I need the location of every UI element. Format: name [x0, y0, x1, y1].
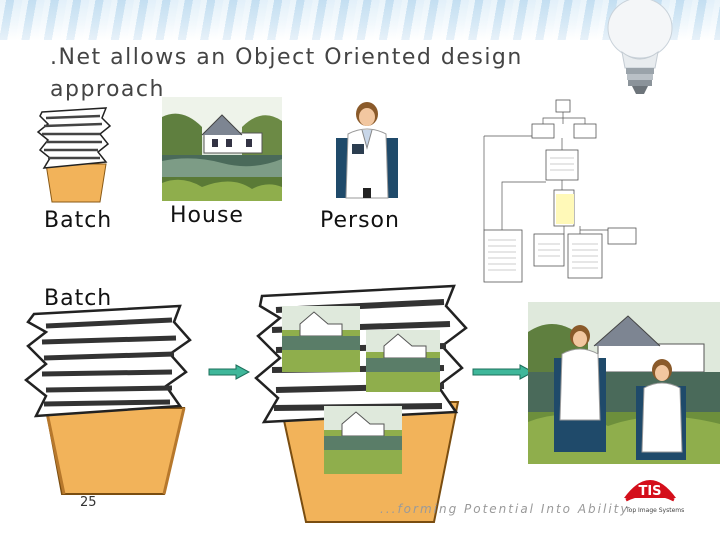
house-label: House — [170, 203, 244, 228]
house-image — [162, 97, 282, 201]
batch-label: Batch — [44, 208, 112, 233]
class-diagram-image — [480, 98, 640, 282]
slide-title: .Net allows an Object Oriented design ap… — [50, 42, 570, 106]
paper-stack-with-houses-image — [254, 266, 470, 526]
house-thumbnail — [366, 330, 440, 392]
house-thumbnail — [282, 306, 360, 372]
logo-text: TIS — [638, 484, 661, 499]
person-label: Person — [320, 208, 400, 233]
light-bulb-icon — [600, 0, 680, 105]
paper-stack-icon — [36, 104, 114, 204]
arrow-icon — [208, 364, 250, 380]
arrow-icon — [472, 364, 534, 380]
page-number: 25 — [80, 495, 97, 510]
logo-subtext: Top Image Systems — [626, 507, 684, 514]
paper-stack-large-icon — [24, 288, 194, 498]
company-tagline: ...forming Potential Into Ability — [380, 502, 629, 516]
house-thumbnail — [324, 406, 402, 474]
person-image — [336, 100, 398, 198]
house-with-persons-image — [528, 302, 720, 464]
batch-label-bottom: Batch — [44, 286, 112, 311]
